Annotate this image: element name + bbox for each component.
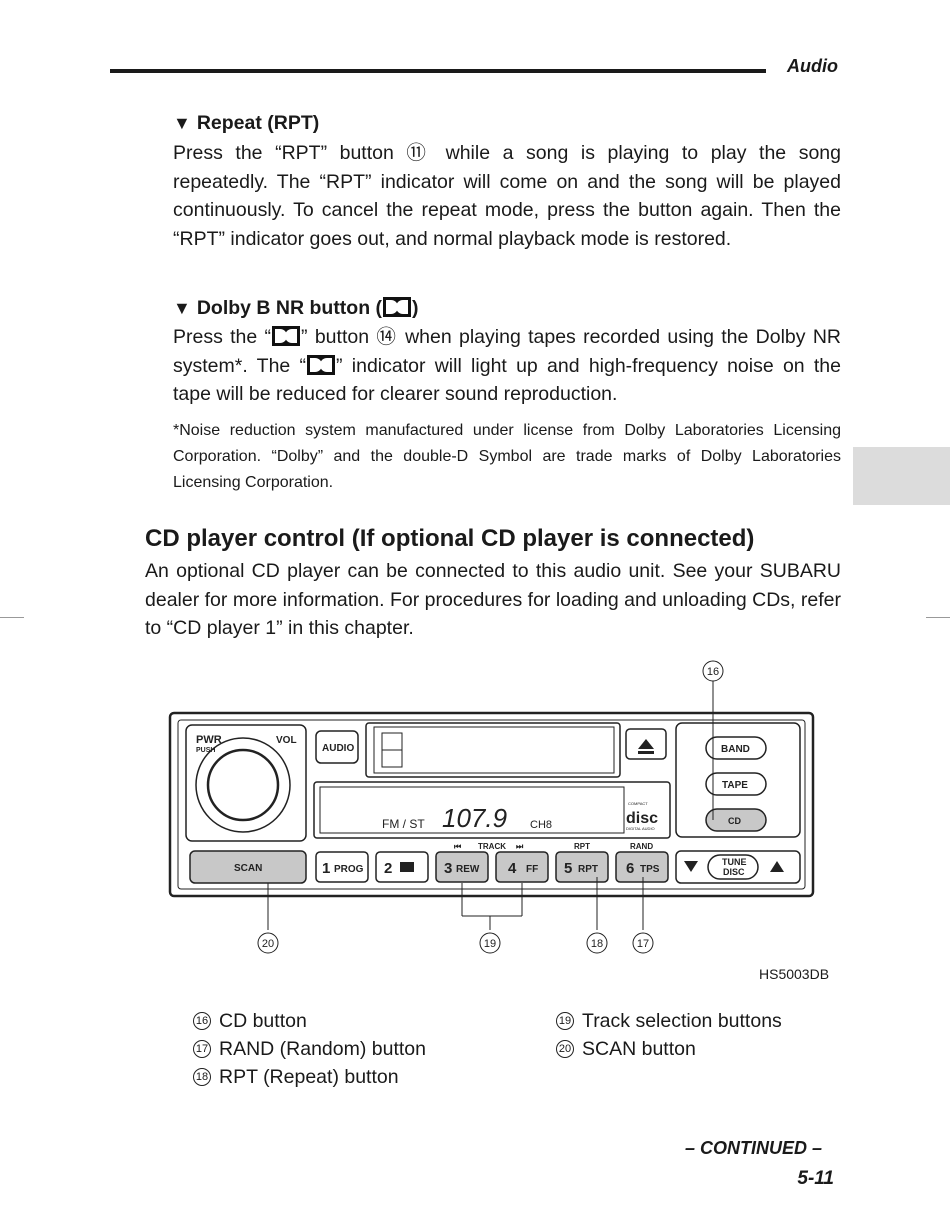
audio-button[interactable] bbox=[315, 730, 359, 764]
callout-17 bbox=[632, 932, 654, 954]
display-frequency: 107.9 bbox=[442, 803, 507, 833]
cd-heading: CD player control (If optional CD player… bbox=[145, 525, 755, 552]
rpt-label: RPT bbox=[574, 842, 590, 851]
preset-3-rew-button[interactable] bbox=[435, 851, 489, 883]
tape-label: TAPE bbox=[722, 780, 748, 791]
preset-1-button[interactable] bbox=[315, 851, 369, 883]
disc-logo-bottom: DIGITAL AUDIO bbox=[626, 826, 655, 831]
triangle-bullet-icon: ▼ bbox=[173, 298, 191, 318]
cd-label: CD bbox=[728, 816, 741, 826]
callout-16 bbox=[702, 660, 724, 682]
svg-text:20: 20 bbox=[262, 938, 274, 950]
chapter-tab bbox=[853, 447, 950, 505]
dolby-icon bbox=[400, 862, 414, 872]
disc-logo-top: COMPACT bbox=[628, 801, 648, 806]
svg-text:RPT: RPT bbox=[578, 864, 598, 875]
section-title: Audio bbox=[787, 56, 838, 76]
eject-button[interactable] bbox=[625, 728, 667, 760]
source-panel bbox=[675, 722, 801, 838]
unit-outer-frame bbox=[168, 711, 815, 898]
dolby-footnote: *Noise reduction system manufactured und… bbox=[173, 422, 841, 491]
callout-18 bbox=[586, 932, 608, 954]
continued-label: – CONTINUED – bbox=[684, 1138, 822, 1158]
svg-text:2: 2 bbox=[384, 860, 392, 877]
svg-text:16: 16 bbox=[707, 666, 719, 678]
compact-disc-logo: disc bbox=[626, 810, 658, 827]
repeat-paragraph: Press the “RPT” button ⑪ while a song is… bbox=[173, 142, 841, 250]
svg-text:1: 1 bbox=[322, 860, 330, 877]
vol-label: VOL bbox=[276, 735, 297, 746]
repeat-heading: ▼Repeat (RPT) bbox=[173, 112, 320, 134]
figure-code: HS5003DB bbox=[759, 966, 830, 982]
preset-4-ff-button[interactable] bbox=[495, 851, 549, 883]
page-number: 5-11 bbox=[797, 1168, 834, 1189]
svg-text:PROG: PROG bbox=[334, 864, 364, 875]
dolby-double-d-icon bbox=[307, 354, 336, 375]
preset-6-tps-button[interactable] bbox=[615, 851, 669, 883]
svg-text:18: 18 bbox=[591, 938, 603, 950]
unit-inner-frame bbox=[177, 719, 806, 890]
pwr-label: PWR bbox=[196, 734, 222, 746]
crop-mark-right bbox=[926, 617, 950, 618]
svg-text:17: 17 bbox=[637, 938, 649, 950]
cd-paragraph: An optional CD player can be connected t… bbox=[145, 560, 841, 639]
volume-knob-inner bbox=[206, 748, 280, 822]
callout-19 bbox=[479, 932, 501, 954]
callout-20 bbox=[257, 932, 279, 954]
scan-label: SCAN bbox=[234, 863, 262, 874]
preset-5-rpt-button[interactable] bbox=[555, 851, 609, 883]
tune-down-icon[interactable] bbox=[684, 861, 698, 872]
cd-button[interactable] bbox=[705, 808, 767, 832]
svg-text:6: 6 bbox=[626, 860, 634, 877]
tune-disc-control bbox=[675, 850, 801, 884]
rand-label: RAND bbox=[630, 842, 653, 851]
eject-icon bbox=[638, 739, 654, 749]
header-rule bbox=[110, 69, 766, 73]
band-label: BAND bbox=[721, 744, 750, 755]
svg-text:REW: REW bbox=[456, 864, 480, 875]
svg-text:4: 4 bbox=[508, 860, 517, 877]
scan-button[interactable] bbox=[189, 850, 307, 884]
dolby-paragraph: Press the “” button ⑭ when playing tapes… bbox=[173, 326, 841, 405]
svg-text:FF: FF bbox=[526, 864, 538, 875]
band-button[interactable] bbox=[705, 736, 767, 760]
display-band: FM / ST bbox=[382, 817, 425, 831]
track-prev-icon: ⏮ bbox=[454, 842, 461, 851]
track-label: TRACK bbox=[478, 842, 506, 851]
audio-unit-figure: PWR PUSH VOL AUDIO BAND TAPE CD FM / ST … bbox=[168, 660, 815, 954]
svg-text:TUNE: TUNE bbox=[722, 857, 747, 867]
audio-label: AUDIO bbox=[322, 743, 354, 754]
ref-11: ⑪ bbox=[406, 142, 434, 164]
tune-disc-button[interactable] bbox=[707, 854, 759, 880]
volume-knob[interactable] bbox=[195, 737, 291, 833]
cassette-door bbox=[365, 722, 621, 778]
push-label: PUSH bbox=[196, 747, 215, 754]
crop-mark-left bbox=[0, 617, 24, 618]
dolby-double-d-icon bbox=[383, 297, 412, 317]
dolby-double-d-icon bbox=[272, 326, 301, 346]
knob-panel bbox=[185, 724, 307, 842]
display-window bbox=[313, 781, 671, 839]
svg-text:3: 3 bbox=[444, 860, 452, 877]
tape-button[interactable] bbox=[705, 772, 767, 796]
dolby-heading: ▼Dolby B NR button () bbox=[173, 297, 419, 319]
display-channel: CH8 bbox=[530, 819, 552, 831]
svg-text:19: 19 bbox=[484, 938, 496, 950]
svg-text:5: 5 bbox=[564, 860, 572, 877]
track-next-icon: ⏭ bbox=[516, 842, 524, 851]
svg-text:TPS: TPS bbox=[640, 864, 660, 875]
tune-up-icon[interactable] bbox=[770, 861, 784, 872]
lcd-display bbox=[319, 786, 625, 834]
triangle-bullet-icon: ▼ bbox=[173, 113, 191, 133]
preset-2-dolby-button[interactable] bbox=[375, 851, 429, 883]
ref-14: ⑭ bbox=[376, 326, 398, 348]
cassette-slot bbox=[373, 726, 615, 774]
svg-text:DISC: DISC bbox=[723, 867, 745, 877]
